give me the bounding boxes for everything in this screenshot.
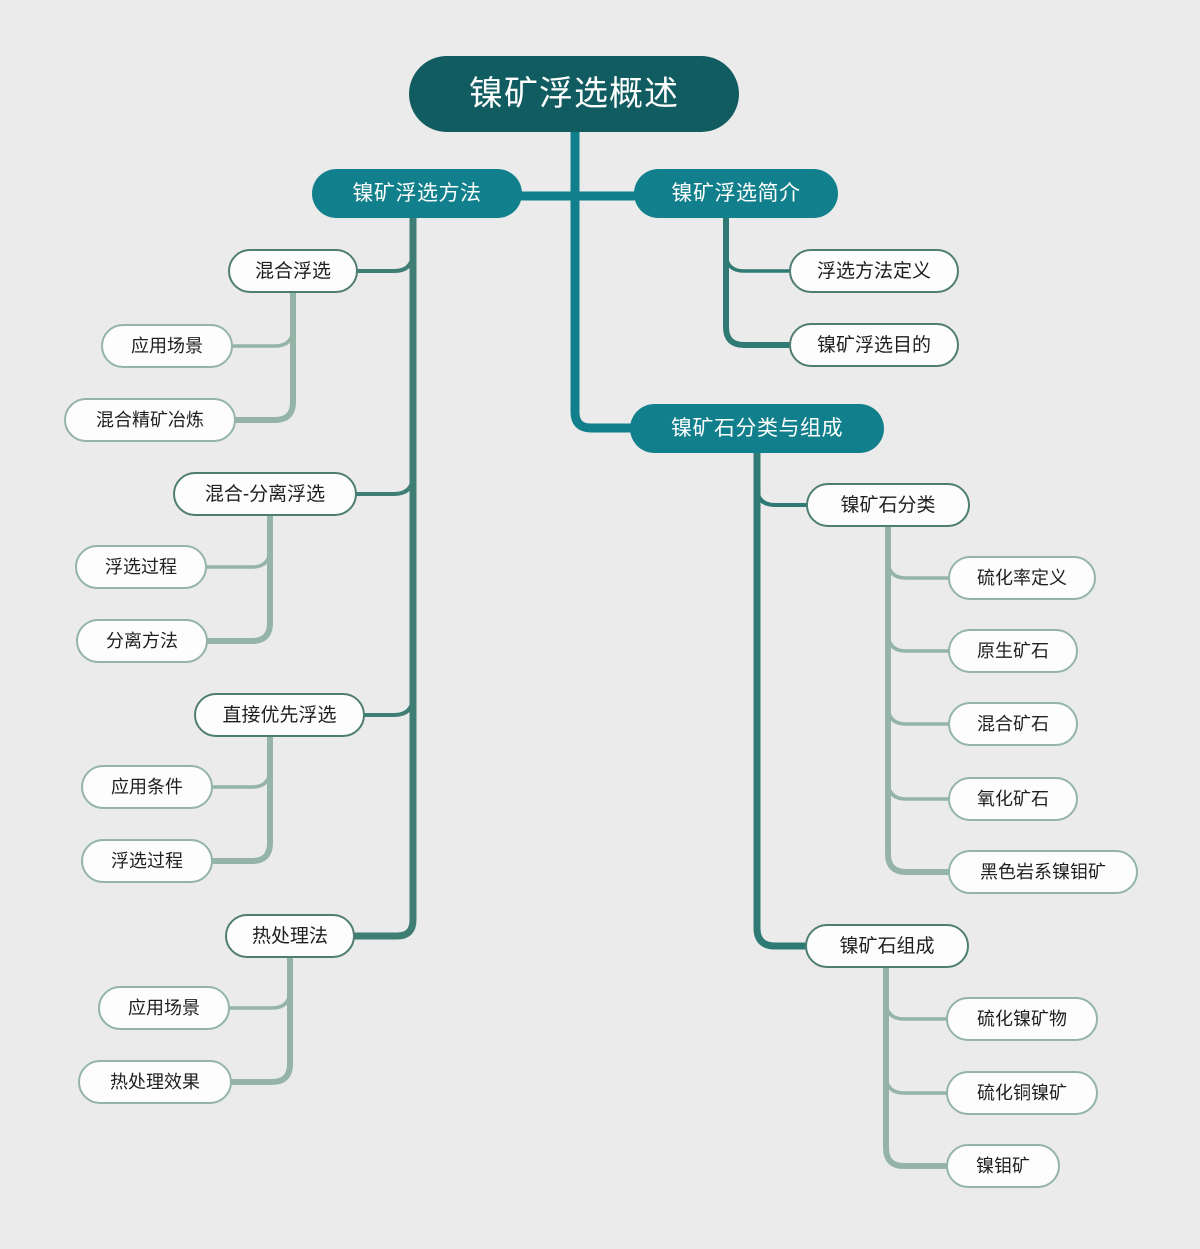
edge-methods-to-mixedsep (355, 473, 415, 496)
edge-direct-trunk (210, 733, 273, 864)
node-ore-classification-c4[interactable]: 氧化矿石 (948, 777, 1078, 821)
node-branch-classification-label: 镍矿石分类与组成 (671, 417, 843, 440)
edge-orecomp-c1 (884, 999, 948, 1021)
edge-mixed-trunk (233, 289, 296, 423)
node-direct-priority-flotation-c2[interactable]: 浮选过程 (81, 839, 213, 883)
node-ore-classification[interactable]: 镍矿石分类 (806, 483, 970, 527)
node-ore-composition[interactable]: 镍矿石组成 (805, 924, 969, 968)
node-ore-classification-c4-label: 氧化矿石 (977, 789, 1049, 809)
node-flotation-purpose-label: 镍矿浮选目的 (816, 334, 931, 356)
node-ore-classification-c2-label: 原生矿石 (977, 641, 1049, 661)
node-direct-priority-flotation-c1-label: 应用条件 (111, 777, 183, 797)
edge-orecomp-c2 (884, 1073, 948, 1095)
node-branch-methods[interactable]: 镍矿浮选方法 (312, 169, 522, 218)
node-root-label: 镍矿浮选概述 (469, 75, 679, 113)
node-ore-composition-c1[interactable]: 硫化镍矿物 (946, 997, 1098, 1041)
node-ore-composition-c3[interactable]: 镍钼矿 (946, 1144, 1060, 1188)
node-heat-treatment-label: 热处理法 (251, 925, 328, 947)
node-ore-composition-label: 镍矿石组成 (839, 935, 935, 957)
node-ore-classification-c5-label: 黑色岩系镍钼矿 (980, 862, 1106, 882)
edge-oreclass-c2 (886, 631, 950, 653)
edge-class-trunk (753, 446, 809, 950)
node-ore-composition-c2[interactable]: 硫化铜镍矿 (946, 1071, 1098, 1115)
node-ore-classification-c2[interactable]: 原生矿石 (948, 629, 1078, 673)
node-direct-priority-flotation-c1[interactable]: 应用条件 (81, 765, 213, 809)
edge-intro-c1 (724, 251, 791, 273)
node-branch-intro-label: 镍矿浮选简介 (671, 182, 801, 205)
node-mixed-separation-flotation-c2[interactable]: 分离方法 (76, 619, 208, 663)
edge-oreclass-c1 (886, 558, 950, 580)
edge-oreclass-c3 (886, 704, 950, 726)
node-ore-classification-label: 镍矿石分类 (840, 494, 936, 516)
node-mixed-flotation-c2-label: 混合精矿冶炼 (96, 410, 204, 430)
edge-mixedsep-c1 (205, 547, 272, 569)
edge-root-down-class (570, 191, 635, 433)
node-ore-classification-c1[interactable]: 硫化率定义 (948, 556, 1096, 600)
node-heat-treatment[interactable]: 热处理法 (225, 914, 355, 958)
edge-orecomp-trunk (883, 964, 949, 1169)
node-ore-classification-c3-label: 混合矿石 (977, 714, 1049, 734)
node-heat-treatment-c2-label: 热处理效果 (110, 1072, 200, 1092)
edge-mixedsep-trunk (205, 512, 273, 644)
edge-oreclass-trunk (885, 523, 951, 875)
node-flotation-definition[interactable]: 浮选方法定义 (789, 249, 959, 293)
node-branch-intro[interactable]: 镍矿浮选简介 (634, 169, 838, 218)
node-mixed-flotation-c2[interactable]: 混合精矿冶炼 (64, 398, 236, 442)
node-direct-priority-flotation-label: 直接优先浮选 (222, 704, 337, 726)
edge-heat-c1 (228, 988, 292, 1010)
node-heat-treatment-c1[interactable]: 应用场景 (98, 986, 230, 1030)
node-flotation-purpose[interactable]: 镍矿浮选目的 (789, 323, 959, 367)
node-direct-priority-flotation-c2-label: 浮选过程 (111, 851, 183, 871)
node-mixed-separation-flotation-c1-label: 浮选过程 (105, 557, 177, 577)
edge-oreclass-c4 (886, 779, 950, 801)
edge-mixed-c1 (231, 326, 295, 348)
edge-heat-trunk (229, 954, 293, 1085)
node-mixed-flotation-c1-label: 应用场景 (131, 336, 203, 356)
edge-class-to-oreclass (755, 485, 808, 507)
node-mixed-flotation-label: 混合浮选 (254, 260, 331, 282)
node-branch-classification[interactable]: 镍矿石分类与组成 (630, 404, 884, 453)
node-ore-classification-c1-label: 硫化率定义 (977, 568, 1067, 588)
node-heat-treatment-c2[interactable]: 热处理效果 (78, 1060, 232, 1104)
edge-direct-c1 (211, 767, 272, 789)
node-mixed-flotation[interactable]: 混合浮选 (228, 249, 358, 293)
node-ore-classification-c5[interactable]: 黑色岩系镍钼矿 (948, 850, 1138, 894)
node-root[interactable]: 镍矿浮选概述 (409, 56, 739, 132)
node-branch-methods-label: 镍矿浮选方法 (352, 182, 482, 205)
node-direct-priority-flotation[interactable]: 直接优先浮选 (194, 693, 365, 737)
edge-methods-to-mixed (356, 250, 415, 273)
edge-intro-trunk (723, 215, 792, 348)
node-mixed-separation-flotation-c1[interactable]: 浮选过程 (75, 545, 207, 589)
node-flotation-definition-label: 浮选方法定义 (816, 260, 931, 282)
node-heat-treatment-c1-label: 应用场景 (128, 998, 200, 1018)
node-mixed-flotation-c1[interactable]: 应用场景 (101, 324, 233, 368)
node-mixed-separation-flotation[interactable]: 混合-分离浮选 (173, 472, 357, 516)
node-ore-composition-c2-label: 硫化铜镍矿 (977, 1083, 1067, 1103)
node-ore-composition-c1-label: 硫化镍矿物 (977, 1009, 1067, 1029)
node-ore-classification-c3[interactable]: 混合矿石 (948, 702, 1078, 746)
node-ore-composition-c3-label: 镍钼矿 (976, 1156, 1030, 1176)
edge-methods-to-direct (363, 694, 415, 717)
edge-methods-trunk (351, 214, 417, 940)
node-mixed-separation-flotation-c2-label: 分离方法 (106, 631, 178, 651)
node-mixed-separation-flotation-label: 混合-分离浮选 (204, 483, 326, 505)
